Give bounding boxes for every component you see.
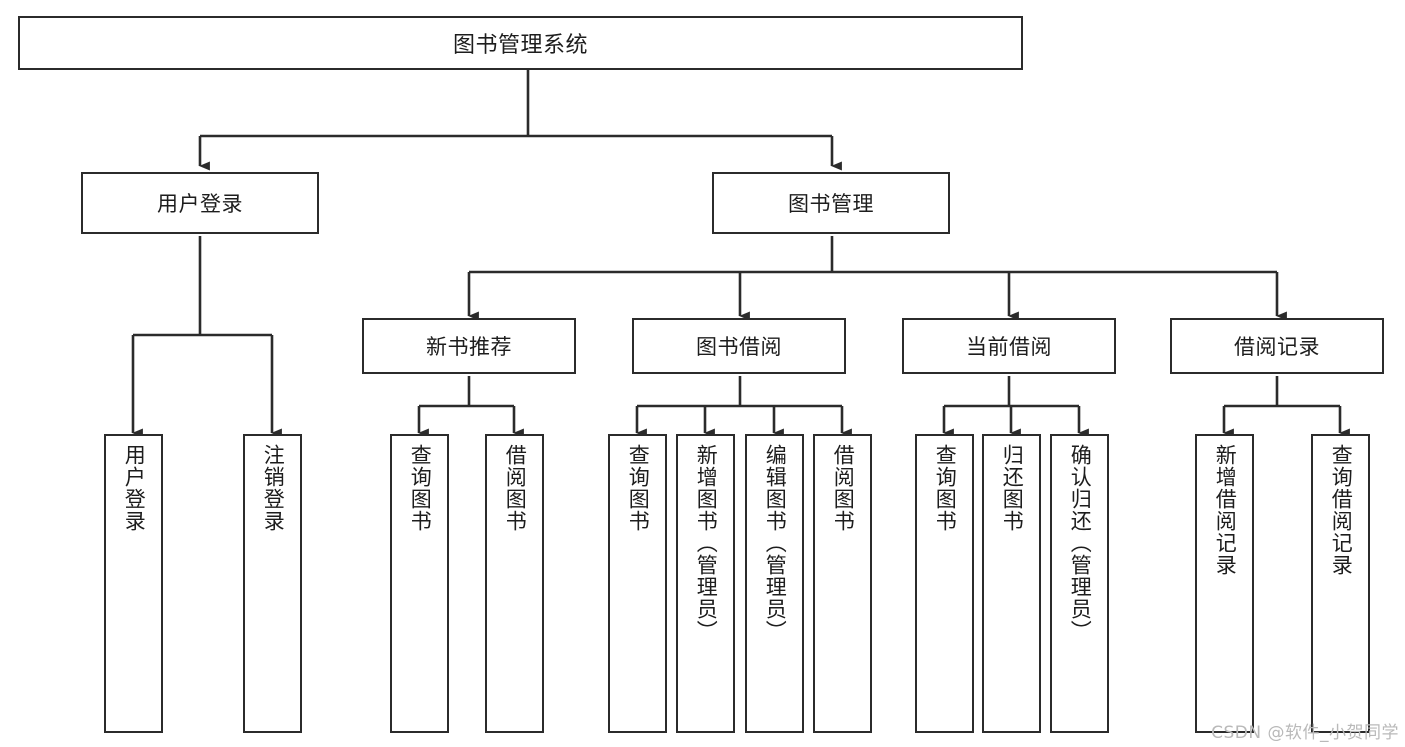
node-leaf-add-book[interactable]: 新增图书（管理员） <box>676 434 735 733</box>
node-leaf-return-book-label: 归还图书 <box>1000 444 1025 532</box>
node-leaf-logout-label: 注销登录 <box>261 444 286 532</box>
node-book-borrow-label: 图书借阅 <box>696 335 782 359</box>
node-root-label: 图书管理系统 <box>452 33 588 58</box>
node-leaf-query-book-2[interactable]: 查询图书 <box>608 434 667 733</box>
node-borrow-record[interactable]: 借阅记录 <box>1170 318 1384 374</box>
node-leaf-query-book-3-label: 查询图书 <box>933 444 958 532</box>
node-book-management-label: 图书管理 <box>788 192 874 216</box>
node-borrow-record-label: 借阅记录 <box>1234 335 1320 359</box>
node-leaf-add-record-label: 新增借阅记录 <box>1213 444 1238 576</box>
node-leaf-confirm-return-label: 确认归还（管理员） <box>1068 444 1093 642</box>
node-leaf-edit-book[interactable]: 编辑图书（管理员） <box>745 434 804 733</box>
node-user-login[interactable]: 用户登录 <box>81 172 319 234</box>
node-leaf-borrow-book-2-label: 借阅图书 <box>831 444 856 532</box>
node-leaf-query-book-1[interactable]: 查询图书 <box>390 434 449 733</box>
node-leaf-user-login-label: 用户登录 <box>122 444 147 532</box>
node-leaf-return-book[interactable]: 归还图书 <box>982 434 1041 733</box>
node-book-borrow[interactable]: 图书借阅 <box>632 318 846 374</box>
node-book-management[interactable]: 图书管理 <box>712 172 950 234</box>
node-new-book-recommend-label: 新书推荐 <box>426 335 512 359</box>
node-leaf-confirm-return[interactable]: 确认归还（管理员） <box>1050 434 1109 733</box>
node-leaf-edit-book-label: 编辑图书（管理员） <box>763 444 788 642</box>
node-user-login-label: 用户登录 <box>157 192 243 216</box>
node-leaf-query-book-2-label: 查询图书 <box>626 444 651 532</box>
watermark: CSDN @软件_小贺同学 <box>1211 723 1399 743</box>
node-leaf-borrow-book-2[interactable]: 借阅图书 <box>813 434 872 733</box>
node-leaf-query-record-label: 查询借阅记录 <box>1329 444 1354 576</box>
node-new-book-recommend[interactable]: 新书推荐 <box>362 318 576 374</box>
node-leaf-borrow-book-1-label: 借阅图书 <box>503 444 528 532</box>
node-leaf-query-book-3[interactable]: 查询图书 <box>915 434 974 733</box>
node-root[interactable]: 图书管理系统 <box>18 16 1023 70</box>
node-leaf-borrow-book-1[interactable]: 借阅图书 <box>485 434 544 733</box>
node-current-borrow-label: 当前借阅 <box>966 335 1052 359</box>
node-leaf-query-record[interactable]: 查询借阅记录 <box>1311 434 1370 733</box>
node-leaf-add-record[interactable]: 新增借阅记录 <box>1195 434 1254 733</box>
node-leaf-add-book-label: 新增图书（管理员） <box>694 444 719 642</box>
node-leaf-logout[interactable]: 注销登录 <box>243 434 302 733</box>
node-leaf-query-book-1-label: 查询图书 <box>408 444 433 532</box>
node-leaf-user-login[interactable]: 用户登录 <box>104 434 163 733</box>
node-current-borrow[interactable]: 当前借阅 <box>902 318 1116 374</box>
